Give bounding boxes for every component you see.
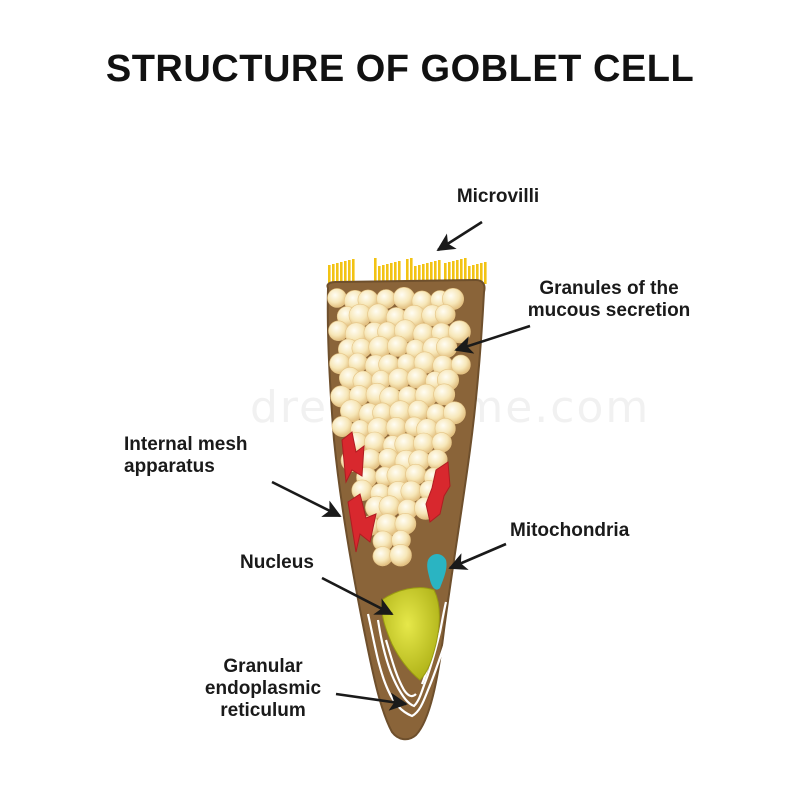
microvillus [422, 264, 425, 284]
mucous-granule [327, 288, 347, 308]
microvilli-arrow [436, 220, 483, 252]
microvillus [374, 258, 377, 284]
internal-mesh-arrow [271, 480, 342, 518]
microvillus [414, 266, 417, 284]
golgi-fragment [341, 431, 365, 484]
mucous-granule [431, 432, 452, 453]
granular-er-arrow [335, 692, 408, 711]
mucous-granule [434, 304, 456, 325]
golgi-fragment [425, 461, 451, 523]
nucleus [381, 587, 440, 681]
microvilli [328, 258, 487, 284]
microvillus [406, 259, 409, 284]
golgi-fragment [347, 493, 377, 553]
microvillus [480, 263, 483, 284]
microvillus [352, 259, 355, 284]
microvillus [434, 261, 437, 284]
mitochondria-arrow [448, 542, 507, 570]
internal-mesh-apparatus [341, 431, 451, 553]
mucous-granule [450, 354, 471, 375]
microvillus [390, 263, 393, 284]
mucous-granule [372, 546, 393, 567]
microvillus [448, 262, 451, 284]
microvillus [398, 261, 401, 284]
microvillus [468, 266, 471, 284]
microvillus [476, 264, 479, 284]
microvillus [472, 265, 475, 284]
microvillus [344, 261, 347, 284]
microvillus [378, 266, 381, 284]
microvillus [464, 258, 467, 284]
microvillus [452, 261, 455, 284]
microvillus [328, 265, 331, 284]
microvillus [418, 265, 421, 284]
label-granules: Granules of the mucous secretion [527, 278, 691, 321]
mucous-granule [389, 543, 412, 567]
mucous-granule [436, 336, 458, 358]
mucous-granule [400, 480, 422, 502]
mucous-granule [328, 320, 349, 341]
label-nucleus: Nucleus [240, 552, 314, 573]
label-microvilli: Microvilli [456, 186, 540, 207]
microvillus [382, 265, 385, 284]
microvillus [444, 263, 447, 284]
mucous-granule [433, 383, 456, 406]
microvillus [386, 264, 389, 284]
label-mitochondria: Mitochondria [510, 520, 630, 541]
microvillus [348, 260, 351, 284]
microvillus [456, 260, 459, 284]
mucous-granules [327, 286, 471, 567]
label-internal-mesh: Internal mesh apparatus [124, 434, 248, 477]
microvillus [332, 264, 335, 284]
microvillus [336, 263, 339, 284]
microvillus [340, 262, 343, 284]
microvillus [484, 262, 487, 284]
microvillus [426, 263, 429, 284]
label-granular-er: Granular endoplasmic reticulum [204, 656, 322, 721]
diagram-title: STRUCTURE OF GOBLET CELL [105, 48, 695, 90]
microvillus [394, 262, 397, 284]
mucous-granule [387, 335, 409, 357]
microvillus [410, 258, 413, 284]
nucleus-arrow [321, 576, 394, 616]
microvillus [430, 262, 433, 284]
microvillus [438, 260, 441, 284]
microvillus [460, 259, 463, 284]
granules-arrow [454, 324, 531, 354]
mitochondrion [427, 554, 447, 590]
